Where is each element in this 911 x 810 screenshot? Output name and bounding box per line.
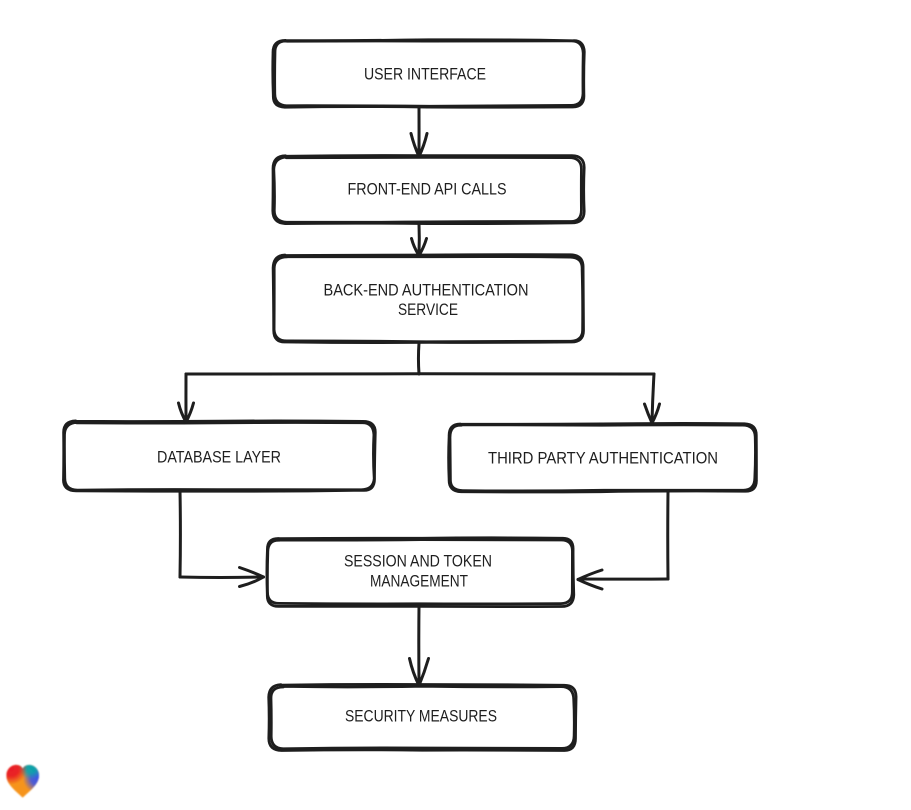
svg-text:MANAGEMENT: MANAGEMENT bbox=[370, 573, 468, 591]
svg-text:FRONT-END API CALLS: FRONT-END API CALLS bbox=[348, 181, 507, 199]
svg-text:BACK-END AUTHENTICATION: BACK-END AUTHENTICATION bbox=[324, 282, 529, 300]
svg-text:SECURITY MEASURES: SECURITY MEASURES bbox=[345, 708, 497, 726]
svg-text:DATABASE LAYER: DATABASE LAYER bbox=[157, 449, 281, 467]
svg-text:SESSION AND TOKEN: SESSION AND TOKEN bbox=[344, 553, 492, 571]
svg-text:SERVICE: SERVICE bbox=[398, 301, 458, 319]
svg-text:USER INTERFACE: USER INTERFACE bbox=[364, 66, 486, 84]
svg-text:THIRD PARTY AUTHENTICATION: THIRD PARTY AUTHENTICATION bbox=[488, 450, 718, 468]
